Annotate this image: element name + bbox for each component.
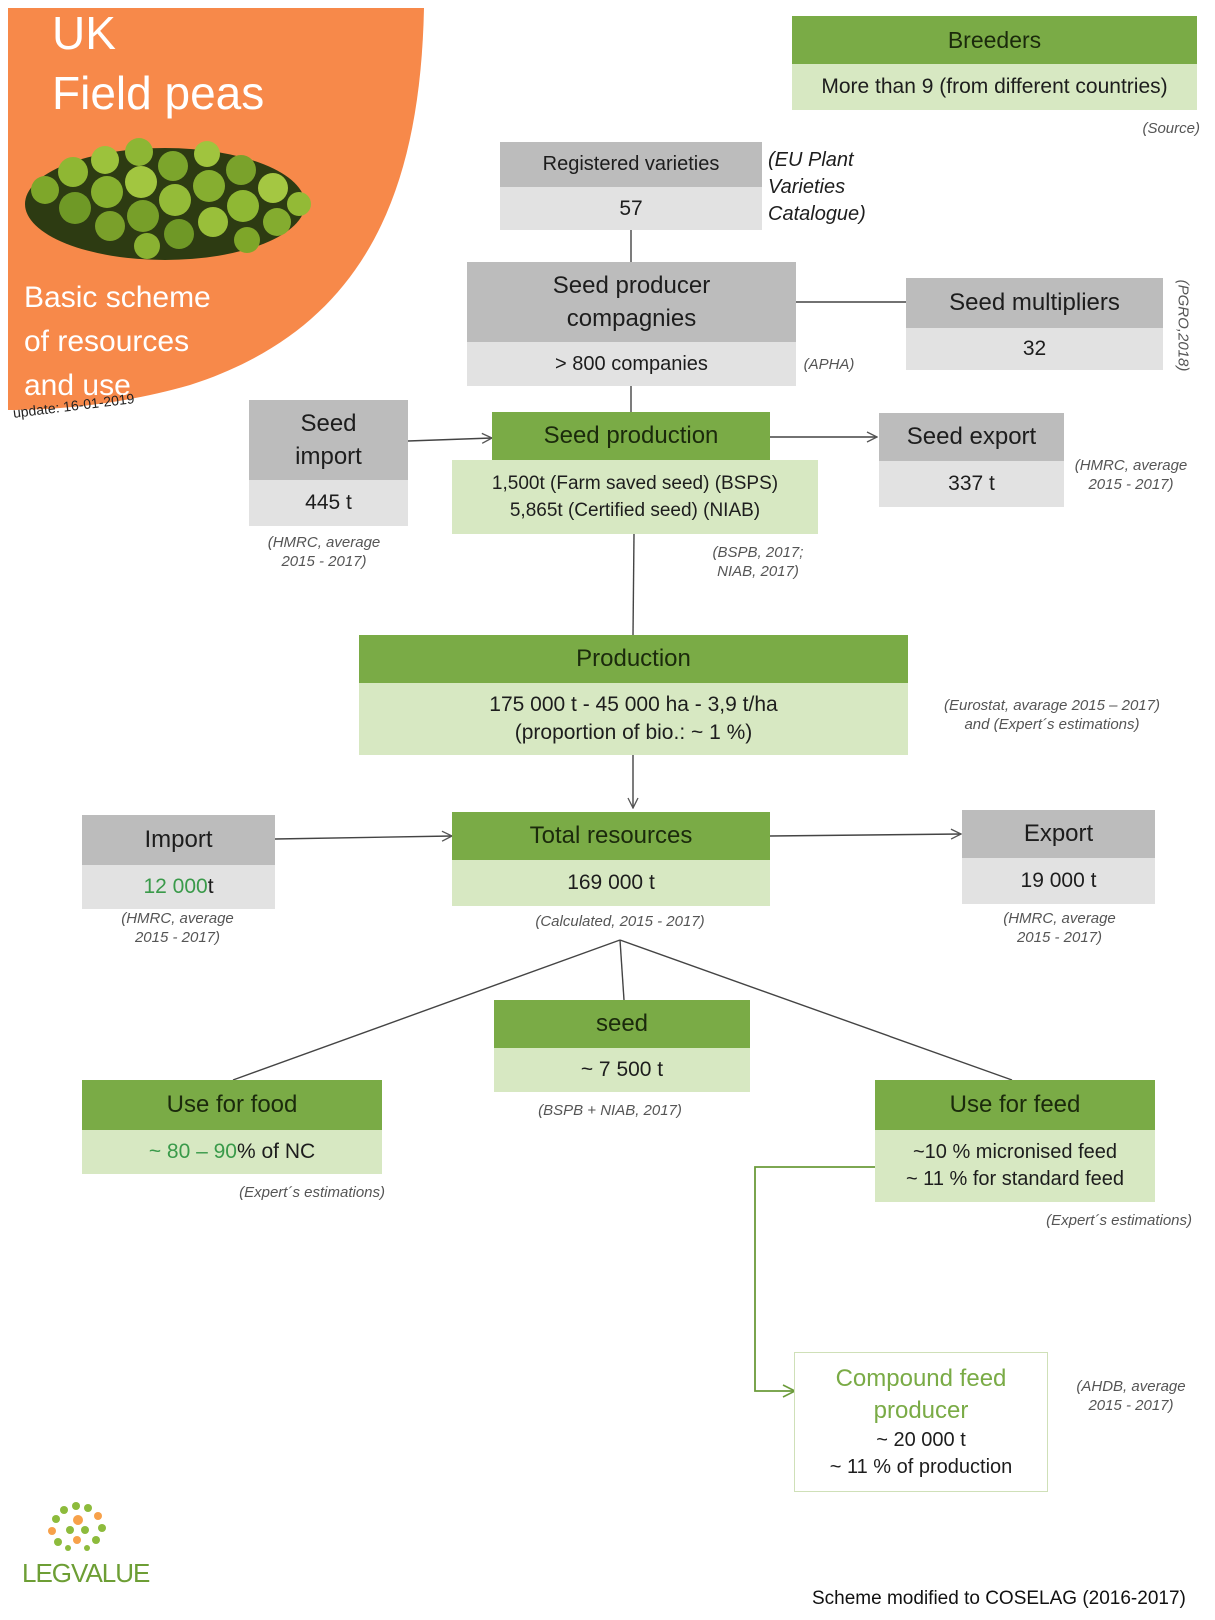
import-value: 12 000 t <box>82 865 275 909</box>
seed-production-title: Seed production <box>492 412 770 460</box>
use-food-value-range: ~ 80 – 90 <box>148 1140 237 1163</box>
breeders-source: (Source) <box>1142 120 1200 137</box>
seed-import-source: (HMRC, average 2015 - 2017) <box>267 534 381 570</box>
production-source: (Eurostat, avarage 2015 – 2017) and (Exp… <box>944 697 1160 733</box>
use-feed-value: ~10 % micronised feed ~ 11 % for standar… <box>875 1130 1155 1202</box>
seed-use-source: (BSPB + NIAB, 2017) <box>538 1102 682 1119</box>
arrow-feed-to-compound <box>754 1166 875 1391</box>
use-food-title: Use for food <box>82 1080 382 1130</box>
legvalue-logo-text: LEGVALUE <box>22 1558 150 1588</box>
use-food-value: ~ 80 – 90 % of NC <box>82 1130 382 1174</box>
compound-feed-value: ~ 20 000 t ~ 11 % of production <box>829 1429 1013 1478</box>
seed-producer-source: (APHA) <box>803 356 855 373</box>
seed-import-value: 445 t <box>249 480 408 526</box>
total-resources-source: (Calculated, 2015 - 2017) <box>535 913 705 930</box>
seed-export-source: (HMRC, average 2015 - 2017) <box>1074 457 1188 493</box>
import-value-number: 12 000 <box>143 875 208 898</box>
legvalue-logo-icon <box>48 1502 106 1551</box>
breeders-value: More than 9 (from different countries) <box>792 64 1197 110</box>
compound-feed-box: Compound feed producer ~ 20 000 t ~ 11 %… <box>794 1352 1048 1492</box>
line-total-to-seed <box>619 939 625 1001</box>
use-feed-title: Use for feed <box>875 1080 1155 1130</box>
line-seedprod-to-production <box>632 533 635 636</box>
import-source: (HMRC, average 2015 - 2017) <box>121 910 234 946</box>
arrow-total-to-export <box>769 834 961 836</box>
subtitle: Basic scheme of resources and use <box>24 281 211 402</box>
export-source: (HMRC, average 2015 - 2017) <box>1003 910 1116 946</box>
compound-feed-source: (AHDB, average 2015 - 2017) <box>1076 1378 1186 1414</box>
total-resources-title: Total resources <box>452 812 770 860</box>
registered-varieties-value: 57 <box>500 187 762 230</box>
production-value: 175 000 t - 45 000 ha - 3,9 t/ha (propor… <box>359 683 908 755</box>
arrow-seedimport-to-seedprod <box>407 438 492 441</box>
use-food-value-unit: % of NC <box>236 1140 316 1163</box>
seed-producer-title: Seed producer compagnies <box>467 262 796 342</box>
export-title: Export <box>962 810 1155 858</box>
footer-note: Scheme modified to COSELAG (2016-2017) <box>812 1588 1186 1609</box>
breeders-title: Breeders <box>792 16 1197 64</box>
production-title: Production <box>359 635 908 683</box>
line-total-to-food <box>232 939 621 1081</box>
peas-image <box>25 138 311 260</box>
registered-varieties-source: (EU Plant Varieties Catalogue) <box>768 149 866 225</box>
export-value: 19 000 t <box>962 858 1155 904</box>
seed-export-title: Seed export <box>879 413 1064 461</box>
registered-varieties-title: Registered varieties <box>500 142 762 187</box>
seed-producer-value: > 800 companies <box>467 342 796 386</box>
page-title: UK Field peas <box>52 4 264 124</box>
line-total-to-feed <box>619 939 1013 1081</box>
total-resources-value: 169 000 t <box>452 860 770 906</box>
seed-export-value: 337 t <box>879 461 1064 507</box>
seed-multipliers-title: Seed multipliers <box>906 278 1163 328</box>
crop-label: Field peas <box>52 66 265 119</box>
seed-multipliers-value: 32 <box>906 328 1163 370</box>
use-food-source: (Expert´s estimations) <box>239 1184 385 1201</box>
arrow-import-to-total <box>274 836 452 839</box>
seed-import-title: Seed import <box>249 400 408 480</box>
country-label: UK <box>52 7 116 59</box>
import-title: Import <box>82 815 275 865</box>
use-feed-source: (Expert´s estimations) <box>1046 1212 1192 1229</box>
compound-feed-title: Compound feed producer <box>835 1365 1007 1424</box>
seed-multipliers-source: (PGRO,2018) <box>1174 279 1192 372</box>
seed-production-value: 1,500t (Farm saved seed) (BSPS) 5,865t (… <box>452 460 818 534</box>
seed-production-source: (BSPB, 2017; NIAB, 2017) <box>712 544 804 580</box>
import-value-unit: t <box>207 875 214 898</box>
seed-use-title: seed <box>494 1000 750 1048</box>
seed-use-value: ~ 7 500 t <box>494 1048 750 1092</box>
